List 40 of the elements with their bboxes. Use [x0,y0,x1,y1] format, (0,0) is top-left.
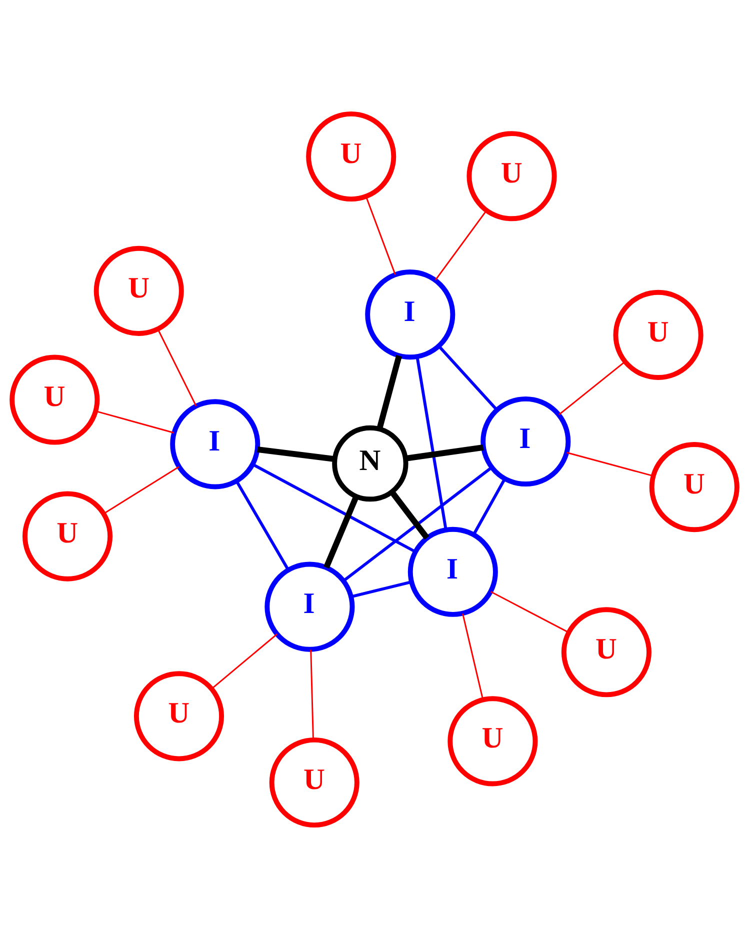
node-circle: U [94,245,184,336]
connector [462,613,484,700]
connector [416,356,448,530]
node-circle: U [466,130,557,221]
node-circle: U [649,442,740,532]
node-circle: U [613,289,704,380]
connector [350,580,412,598]
connector [257,446,335,462]
connector [438,344,498,410]
connector [558,360,626,415]
connector [211,633,278,689]
connector [472,478,506,535]
node-circle: U [561,606,652,697]
node-circle: U [306,110,396,202]
node-circle: U [448,696,538,786]
connector [434,210,487,280]
connector [490,590,569,633]
connector [343,466,492,582]
connector [103,466,180,514]
connector [157,328,197,406]
connector [252,462,416,553]
node-circle: U [10,354,100,444]
connector [566,451,654,476]
node-circle: I [170,398,260,489]
node-circle: U [134,670,224,761]
connector [390,490,430,540]
connector [365,196,396,274]
connector [96,410,174,433]
node-circle: I [264,561,355,652]
node-circle: U [269,736,360,828]
connector [235,480,290,570]
node-circle: U [22,490,113,581]
connector [405,444,484,461]
node-circle: N [332,424,408,502]
connector [376,354,402,430]
connector [310,649,314,740]
node-circle: I [480,396,571,486]
node-circle: I [408,526,498,616]
connector [324,494,360,568]
node-circle: I [365,269,456,360]
